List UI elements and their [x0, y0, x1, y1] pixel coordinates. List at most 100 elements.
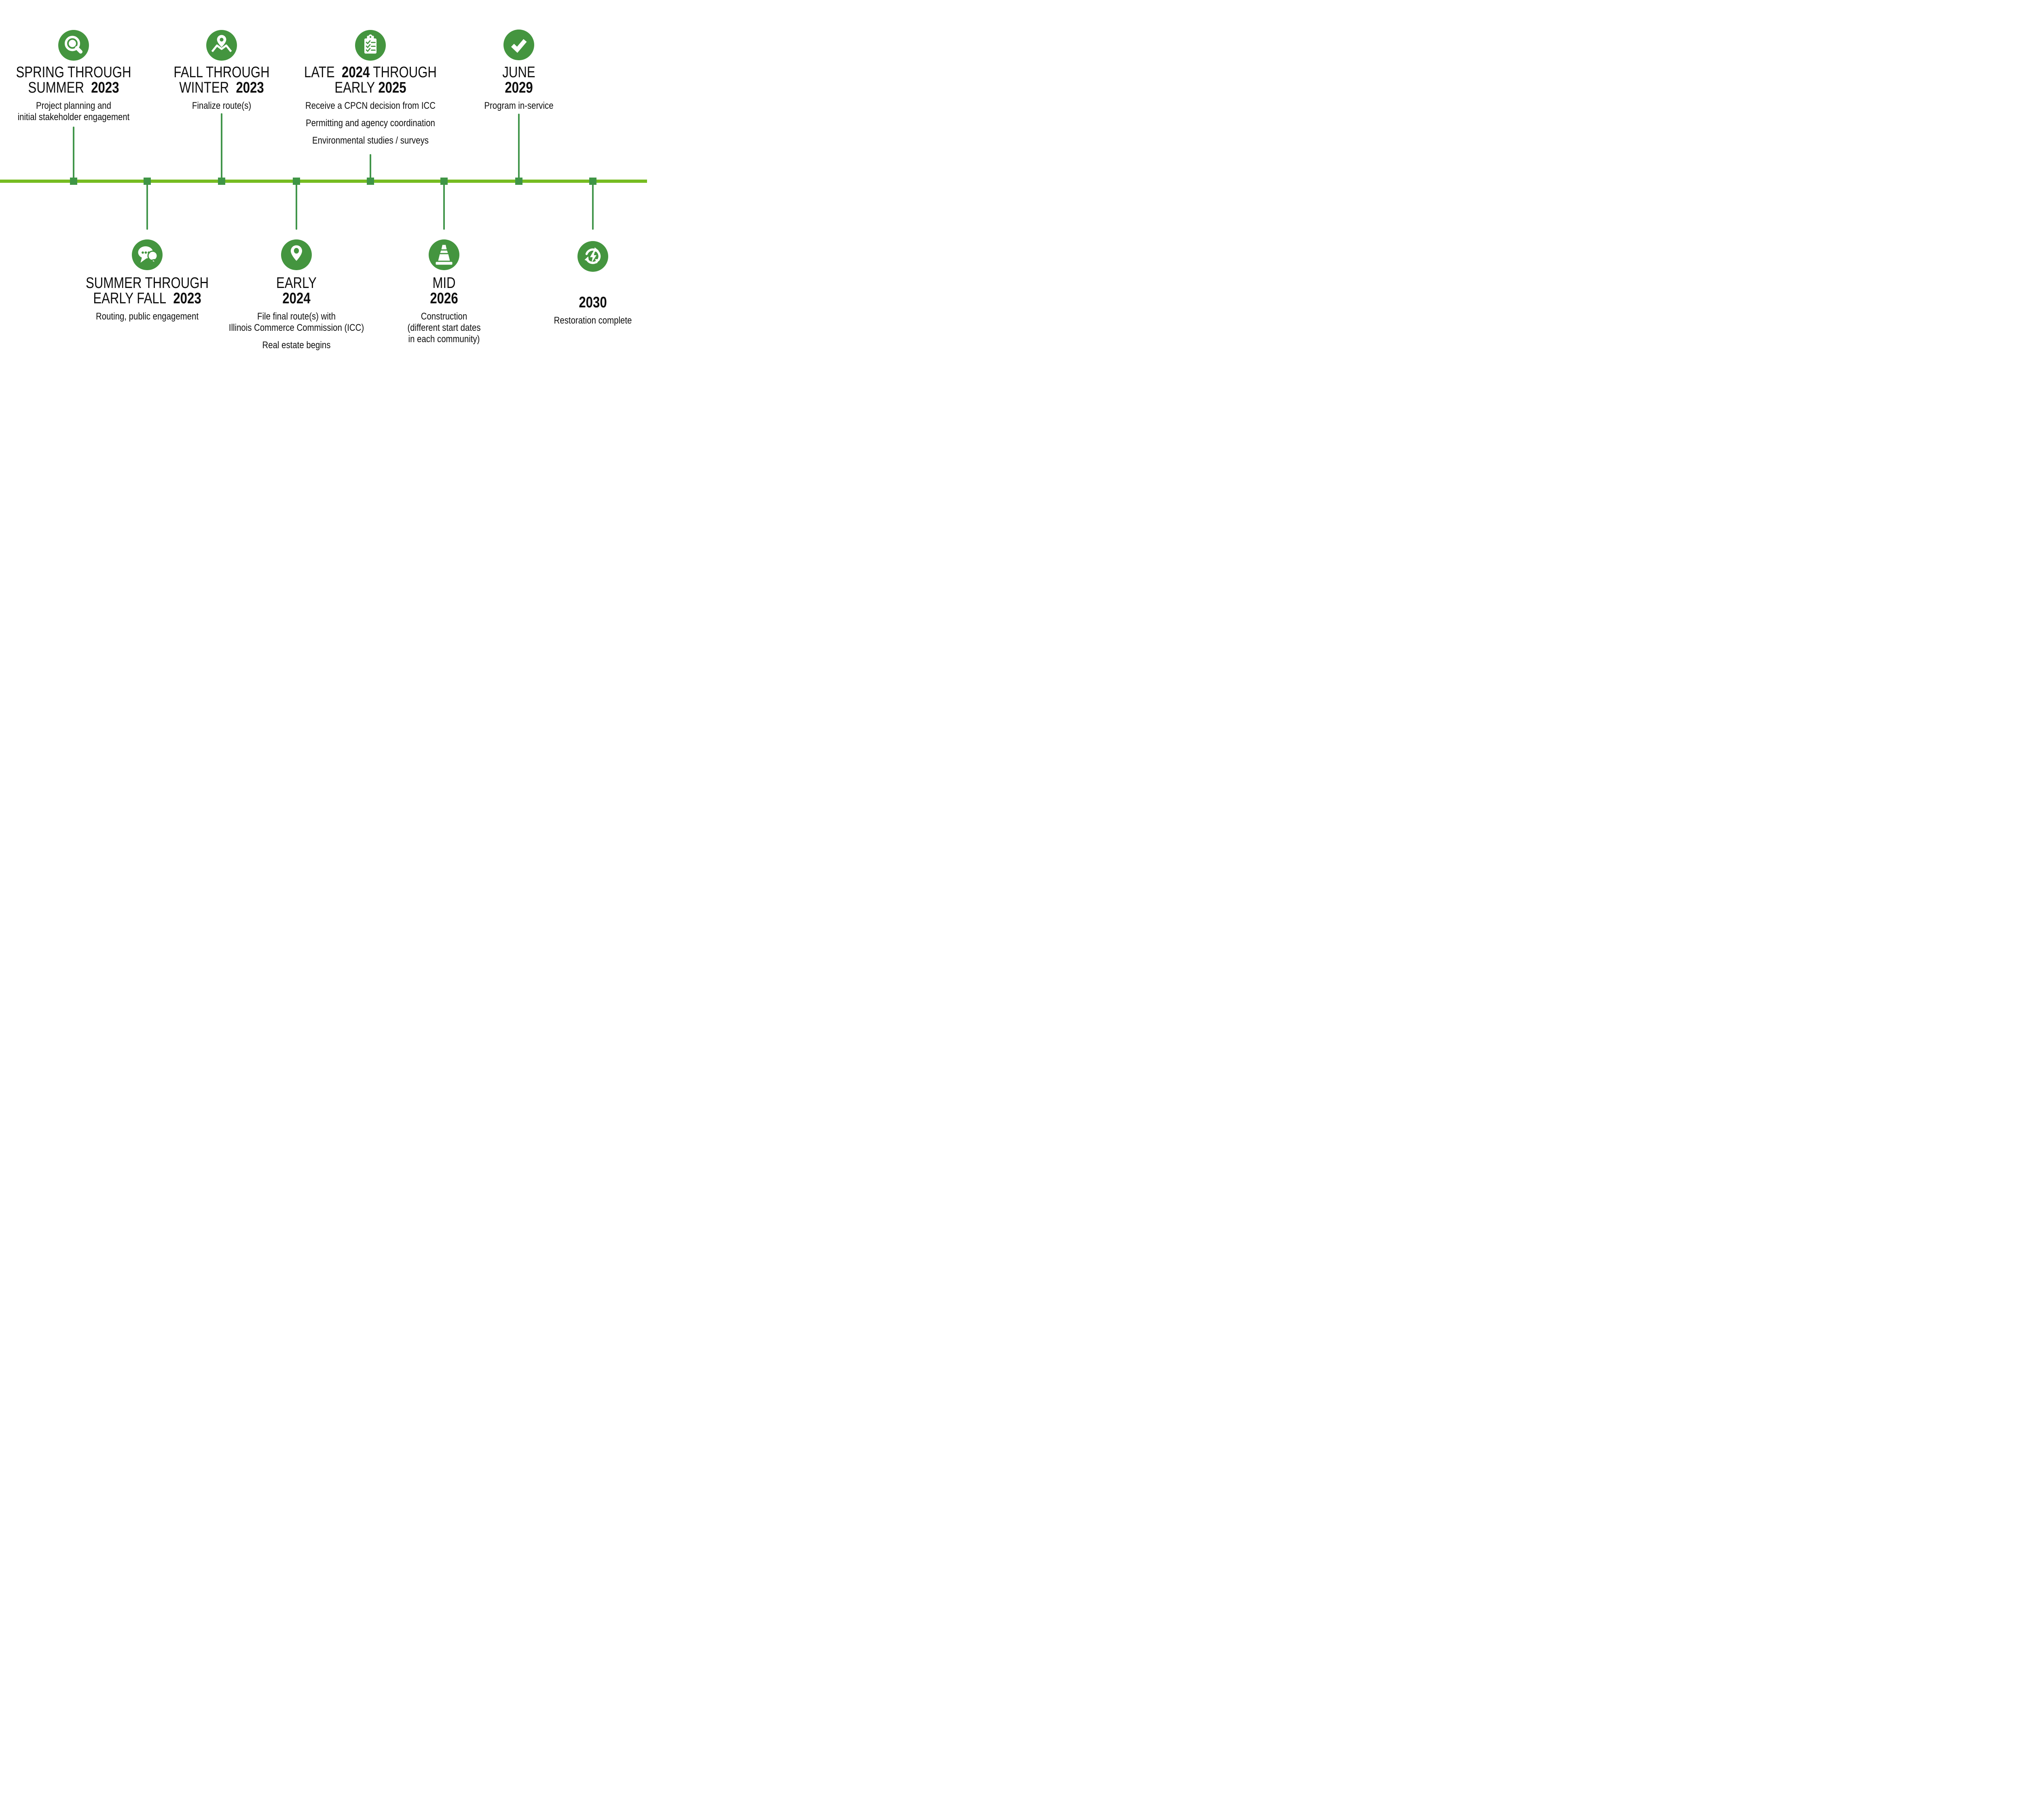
- description-line: Real estate begins: [262, 340, 331, 351]
- timeline-marker: [589, 178, 596, 185]
- title-text: LATE: [304, 64, 342, 81]
- description-line: Construction: [421, 311, 467, 322]
- title-year: 2030: [579, 294, 607, 311]
- connector-line: [443, 181, 445, 230]
- title-text: WINTER: [179, 79, 236, 96]
- description-line: initial stakeholder engagement: [17, 112, 130, 123]
- title-line: JUNE: [449, 65, 588, 80]
- milestone-description: Receive a CPCN decision from ICC Permitti…: [298, 100, 443, 146]
- timeline-marker: [515, 178, 522, 185]
- title-line: EARLY: [227, 275, 366, 291]
- description-line: Environmental studies / surveys: [312, 135, 429, 146]
- description-block: Program in-service: [447, 100, 591, 112]
- title-line: 2024: [227, 291, 366, 306]
- title-line: 2029: [449, 80, 588, 95]
- milestone-description: Routing, public engagement: [75, 311, 220, 322]
- title-line: LATE 2024 THROUGH: [301, 65, 440, 80]
- title-line: SUMMER 2023: [4, 80, 143, 95]
- title-year: 2023: [173, 290, 201, 307]
- description-line: (different start dates: [407, 322, 481, 333]
- description-line: Receive a CPCN decision from ICC: [305, 100, 436, 111]
- title-text: SUMMER THROUGH: [85, 275, 209, 292]
- title-line: SPRING THROUGH: [4, 65, 143, 80]
- title-line: SUMMER THROUGH: [78, 275, 217, 291]
- description-line: Illinois Commerce Commission (ICC): [228, 322, 364, 333]
- title-line: MID: [374, 275, 514, 291]
- clipboard-checklist-icon: [355, 30, 386, 61]
- description-block: Real estate begins: [224, 340, 369, 351]
- title-year: 2023: [236, 79, 264, 96]
- connector-line: [518, 114, 520, 181]
- title-text: SUMMER: [28, 79, 91, 96]
- title-line: EARLY FALL 2023: [78, 291, 217, 306]
- timeline-marker: [218, 178, 225, 185]
- title-line: WINTER 2023: [152, 80, 291, 95]
- timeline-bar: [0, 180, 647, 183]
- title-text: FALL THROUGH: [173, 64, 270, 81]
- timeline-marker: [293, 178, 300, 185]
- title-text: SPRING THROUGH: [16, 64, 131, 81]
- renewable-energy-icon: [577, 241, 608, 272]
- timeline-marker: [367, 178, 374, 185]
- timeline-marker: [70, 178, 77, 185]
- description-line: in each community): [408, 334, 480, 345]
- milestone-description: Finalize route(s): [150, 100, 294, 112]
- title-text: EARLY FALL: [93, 290, 173, 307]
- title-text: EARLY: [334, 79, 379, 96]
- description-block: Receive a CPCN decision from ICC: [298, 100, 443, 112]
- title-year: 2024: [341, 64, 370, 81]
- milestone-description: Program in-service: [447, 100, 591, 112]
- description-line: File final route(s) with: [257, 311, 336, 322]
- timeline-marker: [144, 178, 151, 185]
- description-block: Permitting and agency coordination: [298, 118, 443, 129]
- description-block: Routing, public engagement: [75, 311, 220, 322]
- description-line: Restoration complete: [554, 315, 632, 326]
- title-line: FALL THROUGH: [152, 65, 291, 80]
- description-line: Permitting and agency coordination: [306, 118, 435, 129]
- title-year: 2029: [505, 79, 533, 96]
- description-block: Finalize route(s): [150, 100, 294, 112]
- milestone-title: 2030: [523, 295, 647, 310]
- chat-bubbles-icon: [132, 239, 163, 270]
- title-line: 2030: [523, 295, 647, 310]
- connector-line: [370, 154, 371, 181]
- title-text: MID: [432, 275, 456, 292]
- description-block: Environmental studies / surveys: [298, 135, 443, 146]
- description-line: Project planning and: [36, 100, 111, 111]
- connector-line: [296, 181, 297, 230]
- description-block: Restoration complete: [521, 315, 647, 326]
- description-line: Program in-service: [484, 100, 554, 111]
- title-text: JUNE: [502, 64, 535, 81]
- map-route-icon: [206, 30, 237, 61]
- title-line: EARLY 2025: [301, 80, 440, 95]
- title-year: 2026: [430, 290, 458, 307]
- traffic-cone-icon: [429, 239, 459, 270]
- title-line: 2026: [374, 291, 514, 306]
- title-year: 2024: [282, 290, 311, 307]
